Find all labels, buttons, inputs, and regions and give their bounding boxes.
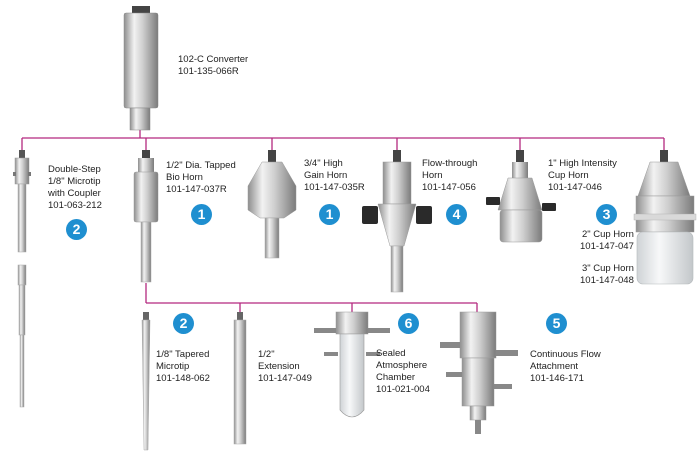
bio-horn-icon [133, 150, 159, 283]
tapered-microtip-badge: 2 [173, 313, 194, 334]
converter-label: 102-C Converter 101-135-066R [178, 54, 248, 78]
tapered-microtip-label: 1/8" Tapered Microtip 101-148-062 [156, 349, 210, 384]
sealed-chamber-badge: 6 [398, 313, 419, 334]
high-gain-horn-badge: 1 [319, 204, 340, 225]
extension-label: 1/2" Extension 101-147-049 [258, 349, 312, 384]
cup-horn-badge: 3 [596, 204, 617, 225]
flow-through-horn-icon [362, 150, 432, 293]
converter-part-number: 101-135-066R [178, 66, 239, 77]
continuous-flow-badge: 5 [546, 313, 567, 334]
large-cup-horn-icon [633, 150, 697, 285]
microtip-coupler-label: Double-Step 1/8" Microtip with Coupler 1… [48, 164, 102, 211]
extension-icon [233, 312, 247, 445]
cup-horn-icon [486, 150, 556, 243]
tapered-microtip-icon [141, 312, 151, 451]
sealed-chamber-label: Sealed Atmosphere Chamber 101-021-004 [376, 348, 430, 395]
flow-through-horn-badge: 4 [446, 204, 467, 225]
bio-horn-label: 1/2" Dia. Tapped Bio Horn 101-147-037R [166, 160, 236, 195]
high-gain-horn-label: 3/4" High Gain Horn 101-147-035R [304, 158, 365, 193]
high-gain-horn-icon [247, 150, 297, 259]
continuous-flow-icon [440, 311, 518, 434]
converter-icon [123, 6, 159, 131]
microtip-coupler-badge: 2 [66, 219, 87, 240]
cup-horn-label: 1" High Intensity Cup Horn 101-147-046 [548, 158, 617, 193]
microtip-coupler-icon [13, 150, 31, 408]
continuous-flow-label: Continuous Flow Attachment 101-146-171 [530, 349, 601, 384]
sealed-chamber-icon [314, 311, 390, 418]
flow-through-horn-label: Flow-through Horn 101-147-056 [422, 158, 478, 193]
connector-lines [21, 130, 665, 312]
converter-name: 102-C Converter [178, 54, 249, 65]
large-cup-horn-label: 2" Cup Horn 101-147-047 3" Cup Horn 101-… [580, 229, 634, 286]
bio-horn-badge: 1 [191, 204, 212, 225]
